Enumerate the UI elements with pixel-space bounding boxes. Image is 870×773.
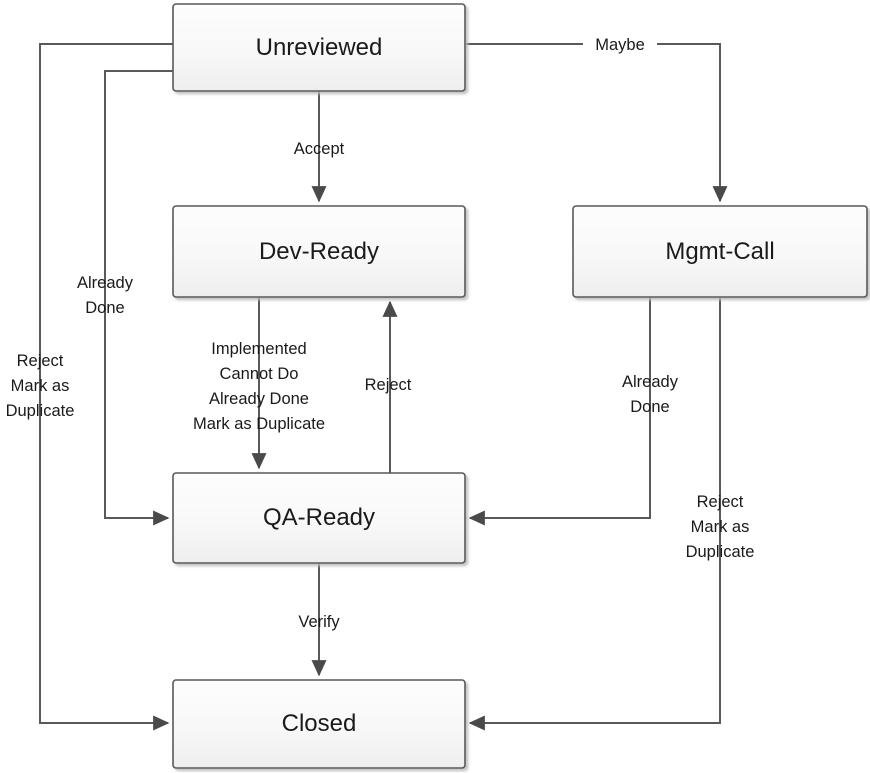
- edge-label-unreviewed-closed-line2: Mark as: [11, 377, 70, 395]
- node-closed-label: Closed: [282, 710, 357, 737]
- edge-mgmt-call-to-qa-ready: [468, 297, 651, 526]
- edge-unreviewed-to-mgmt-call-seg2: [657, 43, 728, 203]
- node-qa-ready-box[interactable]: [172, 472, 466, 564]
- edge-unreviewed-to-qa-ready: [104, 70, 173, 526]
- edge-label-mgmt-closed-line2: Mark as: [691, 518, 750, 536]
- node-unreviewed-box[interactable]: [172, 3, 466, 92]
- edge-label-unreviewed-qa-line2: Done: [85, 299, 124, 317]
- edge-label-unreviewed-qa-line1: Already: [77, 274, 134, 292]
- node-closed[interactable]: Closed: [172, 679, 466, 769]
- edge-label-dev-qa-line1: Implemented: [211, 340, 306, 358]
- node-unreviewed[interactable]: Unreviewed: [172, 3, 466, 92]
- node-dev-ready-box[interactable]: [172, 205, 466, 298]
- node-dev-ready[interactable]: Dev-Ready: [172, 205, 466, 298]
- edge-label-dev-qa-line2: Cannot Do: [220, 365, 299, 383]
- node-mgmt-call-label: Mgmt-Call: [665, 238, 774, 265]
- node-qa-ready[interactable]: QA-Ready: [172, 472, 466, 564]
- node-dev-ready-label: Dev-Ready: [259, 238, 379, 265]
- edge-label-reject-qa-to-dev: Reject: [365, 376, 412, 394]
- edges-group: [39, 43, 728, 731]
- edge-label-unreviewed-closed-line1: Reject: [17, 352, 64, 370]
- edge-unreviewed-to-closed: [39, 43, 173, 731]
- edge-label-mgmt-closed-line3: Duplicate: [686, 543, 755, 561]
- edge-label-maybe: Maybe: [595, 36, 645, 54]
- edge-label-accept: Accept: [294, 140, 345, 158]
- edge-labels-group: Accept Maybe Already Done Reject Mark as…: [6, 36, 755, 631]
- edge-label-verify: Verify: [298, 613, 340, 631]
- node-unreviewed-label: Unreviewed: [256, 34, 383, 61]
- node-mgmt-call-box[interactable]: [572, 205, 868, 298]
- edge-label-mgmt-qa-line1: Already: [622, 373, 679, 391]
- edge-mgmt-call-to-closed: [468, 297, 721, 731]
- edge-label-dev-qa-line3: Already Done: [209, 390, 309, 408]
- node-mgmt-call[interactable]: Mgmt-Call: [572, 205, 868, 298]
- node-closed-box[interactable]: [172, 679, 466, 769]
- edge-label-mgmt-qa-line2: Done: [630, 398, 669, 416]
- edge-label-mgmt-closed-line1: Reject: [697, 493, 744, 511]
- edge-label-unreviewed-closed-line3: Duplicate: [6, 402, 75, 420]
- edge-label-dev-qa-line4: Mark as Duplicate: [193, 415, 325, 433]
- node-qa-ready-label: QA-Ready: [263, 504, 375, 531]
